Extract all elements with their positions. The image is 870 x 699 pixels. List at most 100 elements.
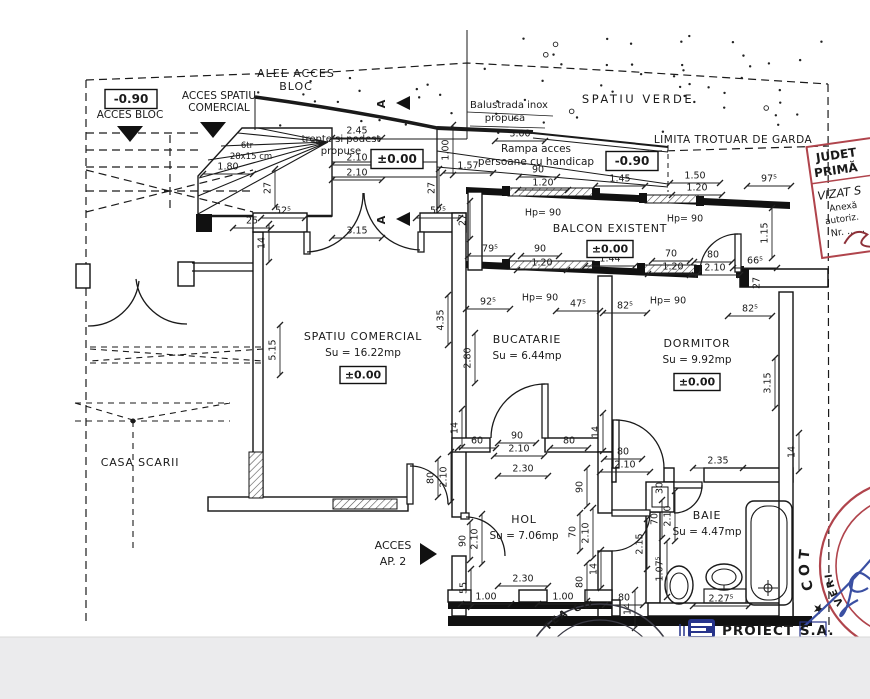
acces-ap2-arrow <box>420 543 437 565</box>
official-stamp: JUDET PRIMĂ VIZAT S Anexă autoriz. Nr. .… <box>805 125 870 260</box>
dimension: 52⁵ <box>257 206 309 222</box>
dimension-label: Hp= 90 <box>525 208 561 219</box>
dimension-label: 14 <box>787 446 798 458</box>
annotation-label: SPATIU VERDE <box>582 92 694 106</box>
dimension: 3.15 <box>763 354 779 412</box>
doors <box>87 192 742 557</box>
walls-solid <box>448 602 812 626</box>
dimension: 1.45 <box>591 174 649 190</box>
dimension-label: 70 <box>650 513 661 525</box>
annotation-label: A <box>375 215 388 224</box>
dimension: 1.07⁵ <box>655 537 671 601</box>
dimension: 3.15 <box>328 226 386 242</box>
dimension-label: 1.20 <box>532 178 553 189</box>
dimension: Hp= 90 <box>650 296 686 307</box>
stair-axis-dot <box>130 418 136 424</box>
dimension: 1.20 <box>644 262 702 278</box>
dimension-label: 2.10 <box>704 263 725 274</box>
dimension: 2.10 <box>470 510 486 568</box>
logo-text: PROIECT S.A. <box>722 623 835 639</box>
level-value: ±0.00 <box>377 152 417 166</box>
dimension: 27 <box>263 165 279 211</box>
dimension-label: 1.45 <box>609 174 630 185</box>
dimension-label: 2.10 <box>614 460 635 471</box>
dimension: 52⁵ <box>412 206 464 222</box>
bathtub <box>745 500 793 606</box>
dimension: 92⁵ <box>462 297 514 313</box>
dimension-label: 1.07⁵ <box>655 556 666 581</box>
dimension-label: 27 <box>427 182 438 194</box>
dimension: 90 <box>494 431 540 447</box>
dimension-label: 2.80 <box>463 347 474 368</box>
room-area: Su = 4.47mp <box>672 526 741 538</box>
dimension: 2.30 <box>494 464 552 480</box>
section-a-marker-mid <box>396 212 410 226</box>
room-area: Su = 9.92mp <box>662 354 731 366</box>
annotation-label: ACCES <box>375 539 412 552</box>
dimension-label: 1.00 <box>552 592 573 603</box>
dimension-label: 1.15 <box>760 222 771 243</box>
dimension: 1.15 <box>760 204 776 262</box>
dimension: 90 <box>575 464 591 510</box>
dimension-label: 90 <box>534 244 546 255</box>
dimension-label: 1.44 <box>599 254 620 265</box>
dimension-label: 14 <box>589 563 600 575</box>
dimension: 5.15 <box>268 321 284 379</box>
level-markers-layer: -0.90±0.00-0.90 <box>104 88 659 172</box>
dimension: 27 <box>458 197 474 243</box>
dimension: 97⁵ <box>743 174 795 190</box>
annotation-label: COMERCIAL <box>188 102 250 114</box>
dimension-label: 2.10 <box>346 153 367 164</box>
door-hol-corridor <box>611 509 651 552</box>
dimension-label: 2.10 <box>470 528 481 549</box>
annotation-label: Balustrada inox <box>470 100 548 111</box>
dimension-label: 70 <box>568 526 579 538</box>
casa-scarii-top-wall <box>192 262 253 272</box>
level-marker: ±0.00 <box>370 148 424 170</box>
dimension-label: 14 <box>257 237 268 249</box>
level-value: -0.90 <box>615 154 650 168</box>
annotation-label: BLOC <box>279 80 313 93</box>
dimension: 47⁵ <box>552 299 604 315</box>
dimension: 1.20 <box>513 258 571 274</box>
dimension-label: 27 <box>458 214 469 226</box>
wall-balcony-left <box>467 191 483 271</box>
dimension: 82⁵ <box>724 304 776 320</box>
dimension-label: 2.30 <box>512 464 533 475</box>
dimension-label: 3.15 <box>346 226 367 237</box>
room-label: BALCON EXISTENT±0.00 <box>553 222 666 259</box>
dimension: 2.10 <box>663 487 679 545</box>
section-a-marker-top <box>396 96 410 110</box>
dimension: 14 <box>787 429 803 475</box>
annotation-label: A <box>375 99 388 108</box>
dimension: 70 <box>568 509 584 555</box>
dimension: 14 <box>450 405 466 451</box>
dimension: 2.10 <box>439 448 455 506</box>
dimension: Hp= 90 <box>667 214 703 225</box>
annotation-label: AP. 2 <box>380 555 406 568</box>
annotation-label: persoane cu handicap <box>478 156 595 168</box>
dimension: 82⁵ <box>599 301 651 317</box>
dimension-label: 52⁵ <box>430 206 446 217</box>
stamp-line-1: JUDET <box>814 145 858 165</box>
stamp-line-6: Nr. ...... <box>830 224 866 240</box>
dimension: 80 <box>546 436 592 452</box>
dimension-label: 1.20 <box>531 258 552 269</box>
dimension-label: 90 <box>532 165 544 176</box>
door-bedroom-balcony <box>699 233 742 273</box>
dimension-label: 2.10 <box>508 444 529 455</box>
dimension: 2.27⁵ <box>689 594 753 610</box>
seal-blue-signature <box>799 558 870 631</box>
dimension-label: 30 <box>655 482 666 494</box>
dimension: 30 <box>655 482 666 494</box>
dimension: 66⁵ <box>729 256 781 272</box>
dimension-label: 97⁵ <box>761 174 777 185</box>
annotation-label: ACCES BLOC <box>97 109 164 121</box>
dimension: 70 <box>648 249 694 265</box>
bathroom-fixtures <box>664 500 793 606</box>
dimension-label: 80 <box>617 447 629 458</box>
